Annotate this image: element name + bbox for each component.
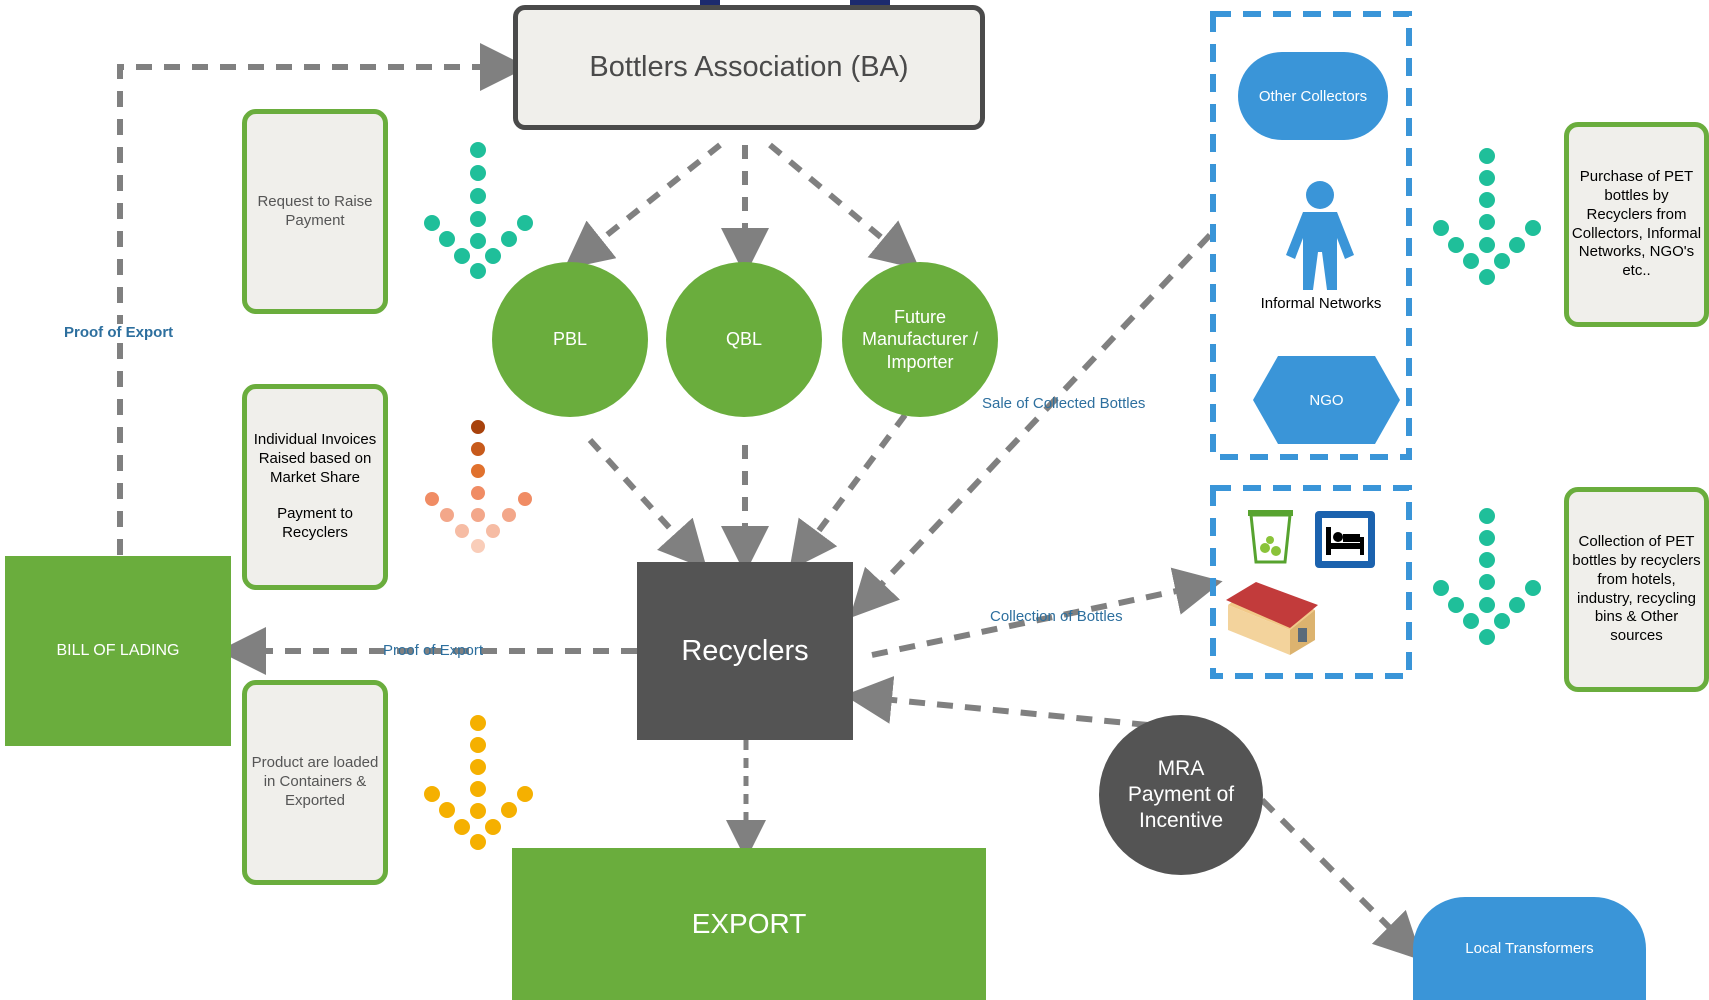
node-bill-of-lading: BILL OF LADING — [5, 556, 231, 746]
recycle-bin-icon — [1248, 510, 1293, 564]
dots-arrow-teal-left — [424, 142, 533, 279]
note-loaded-exported: Product are loaded in Containers & Expor… — [242, 680, 388, 885]
label-sale-of-collected-bottles: Sale of Collected Bottles — [982, 395, 1146, 412]
label-proof-of-export-vertical: Proof of Export — [64, 324, 174, 341]
edge-mra-recyclers — [844, 676, 1149, 728]
note-purchase-pet: Purchase of PET bottles by Recyclers fro… — [1564, 122, 1709, 327]
ngo-hexagon — [1253, 356, 1400, 444]
label-proof-of-export-horizontal: Proof of Export — [383, 642, 484, 659]
edge-mra-local — [1259, 797, 1423, 961]
node-other-collectors-label: Other Collectors — [1258, 87, 1368, 105]
node-ngo-label: NGO — [1309, 391, 1344, 409]
node-recyclers: Recyclers — [637, 562, 853, 740]
title-fragment — [700, 0, 890, 6]
node-bill-of-lading-label: BILL OF LADING — [56, 642, 180, 659]
note-request-payment: Request to Raise Payment — [242, 109, 388, 314]
dots-arrow-teal-right-upper — [1433, 148, 1541, 285]
note-purchase-pet-text: Purchase of PET bottles by Recyclers fro… — [1571, 168, 1702, 279]
dots-arrow-salmon — [425, 420, 532, 553]
node-pbl: PBL — [492, 262, 648, 417]
node-export: EXPORT — [512, 848, 986, 1000]
edge-collection-of-bottles — [871, 567, 1223, 658]
edge-pbl-recyclers — [587, 437, 708, 570]
node-pbl-label: PBL — [552, 329, 588, 350]
label-collection-of-bottles: Collection of Bottles — [990, 608, 1123, 625]
sources-group — [1210, 485, 1412, 679]
node-export-label: EXPORT — [691, 908, 807, 939]
collectors-group — [1210, 11, 1412, 460]
node-qbl: QBL — [666, 262, 822, 417]
dots-arrow-orange — [424, 715, 533, 850]
factory-icon — [1226, 582, 1318, 655]
person-icon — [1286, 181, 1354, 290]
node-mra: MRA Payment of Incentive — [1099, 715, 1263, 875]
edge-proof-of-export-vertical — [117, 43, 528, 555]
edge-future-recyclers — [789, 413, 908, 571]
hotel-bed-icon — [1315, 511, 1375, 568]
node-recyclers-label: Recyclers — [681, 634, 809, 667]
note-invoices-line2: Payment to Recyclers — [277, 505, 353, 542]
node-bottlers-association-label: Bottlers Association (BA) — [589, 51, 909, 83]
note-request-payment-text: Request to Raise Payment — [257, 192, 373, 229]
dots-arrow-teal-right-lower — [1433, 508, 1541, 645]
note-loaded-exported-text: Product are loaded in Containers & Expor… — [251, 754, 379, 809]
node-informal-networks-label: Informal Networks — [1260, 295, 1382, 312]
node-bottlers-association: Bottlers Association (BA) — [513, 5, 985, 130]
edge-ba-future — [768, 142, 920, 270]
node-future-manufacturer-label: Future Manufacturer / Importer — [861, 306, 979, 372]
node-ngo: NGO — [1278, 356, 1375, 444]
note-invoices: Individual Invoices Raised based on Mark… — [242, 384, 388, 590]
node-future-manufacturer: Future Manufacturer / Importer — [842, 262, 998, 417]
node-local-transformers-label: Local Transformers — [1465, 940, 1594, 957]
note-collection-pet: Collection of PET bottles by recyclers f… — [1564, 487, 1709, 692]
edge-sale-collected — [849, 232, 1213, 619]
edge-ba-pbl — [563, 142, 722, 270]
node-other-collectors: Other Collectors — [1238, 52, 1388, 140]
node-local-transformers: Local Transformers — [1413, 897, 1646, 1000]
node-mra-label: MRA Payment of Incentive — [1127, 756, 1235, 833]
note-invoices-line1: Individual Invoices Raised based on Mark… — [253, 431, 377, 486]
node-qbl-label: QBL — [725, 329, 763, 350]
note-collection-pet-text: Collection of PET bottles by recyclers f… — [1572, 533, 1701, 644]
